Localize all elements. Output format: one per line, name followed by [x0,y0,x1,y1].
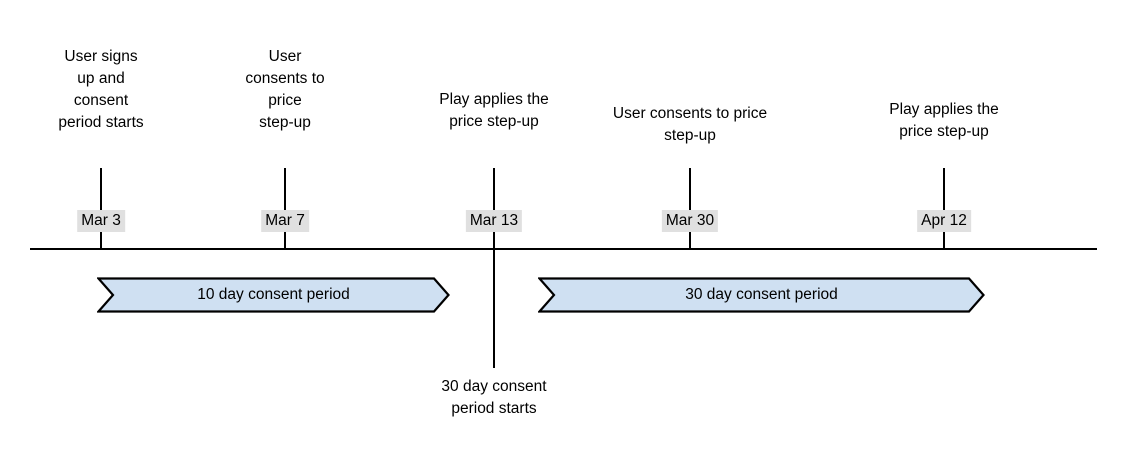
date-chip-mar-30: Mar 30 [661,210,719,232]
period-banner-30-day-label: 30 day consent period [685,286,838,303]
date-chip-mar-3: Mar 3 [77,210,125,232]
consent-start-drop-line [493,249,495,368]
event-tick-mar-30 [689,168,691,249]
event-caption-mar-3: User signs up and consent period starts [58,48,144,131]
period-banner-10-day: 10 day consent period [97,277,450,313]
event-tick-mar-3 [100,168,102,249]
below-caption-30-day-start: 30 day consent period starts [441,378,547,417]
period-banner-30-day: 30 day consent period [538,277,985,313]
date-chip-mar-7: Mar 7 [261,210,309,232]
event-caption-mar-30: User consents to price step-up [612,105,768,144]
event-caption-mar-13: Play applies the price step-up [439,91,549,130]
period-banner-10-day-label: 10 day consent period [197,286,350,303]
event-tick-mar-13 [493,168,495,249]
event-tick-mar-7 [284,168,286,249]
timeline-axis [30,248,1097,250]
chevron-shape-icon [97,277,450,313]
chevron-shape-icon [538,277,985,313]
event-caption-mar-7: User consents to price step-up [245,48,325,131]
event-caption-apr-12: Play applies the price step-up [889,101,999,140]
event-tick-apr-12 [943,168,945,249]
date-chip-apr-12: Apr 12 [917,210,971,232]
date-chip-mar-13: Mar 13 [465,210,523,232]
